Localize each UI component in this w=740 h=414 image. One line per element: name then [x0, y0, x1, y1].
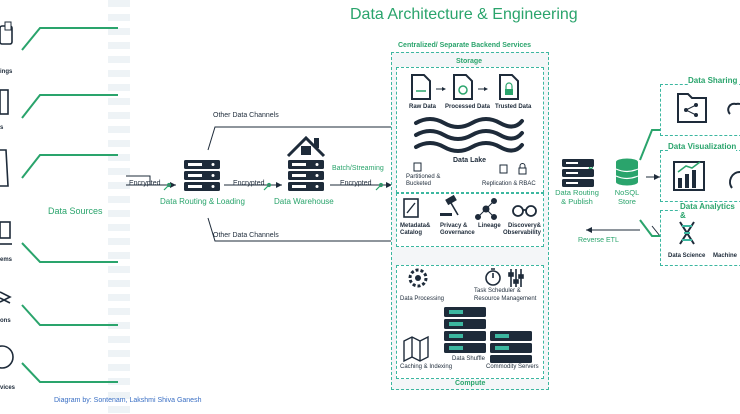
publish-server-icon — [562, 159, 594, 187]
metadata-label-1: Metadata& — [400, 223, 431, 229]
encrypted-label-2: Encrypted — [233, 180, 265, 187]
data-analytics-label: Data Analytics & — [680, 202, 740, 220]
source-label-6: vices — [0, 385, 16, 391]
source-label-4: ems — [0, 257, 13, 263]
binoculars-icon — [512, 205, 537, 217]
compute-icons — [403, 268, 532, 363]
data-sources-connectors — [0, 21, 118, 383]
analytics-icons — [679, 221, 695, 245]
routing-publish-label-1: Data Routing — [555, 188, 599, 197]
gear-icon — [408, 268, 428, 288]
nosql-label-1: NoSQL — [614, 188, 640, 197]
batch-streaming-label: Batch/Streaming — [332, 165, 384, 172]
scheduler-label-1: Task Scheduler & — [474, 288, 521, 294]
diagram-credit: Diagram by: Sontenam, Lakshmi Shiva Gane… — [54, 397, 202, 404]
partition-icon — [413, 162, 422, 172]
raw-data-icon — [411, 74, 431, 100]
dna-icon — [679, 221, 695, 245]
data-lake-label: Data Lake — [453, 157, 487, 164]
raw-data-label: Raw Data — [409, 104, 437, 110]
metadata-catalog-icon — [403, 198, 419, 218]
sliders-icon — [508, 269, 524, 287]
warehouse-icon — [286, 135, 326, 191]
metadata-label-2: Catalog — [400, 230, 423, 236]
map-index-icon — [403, 335, 429, 363]
processed-data-label: Processed Data — [445, 104, 491, 110]
governance-icons — [403, 194, 537, 220]
encrypted-label-3: Encrypted — [340, 180, 372, 187]
trusted-data-label: Trusted Data — [495, 104, 532, 110]
privacy-gavel-icon — [440, 194, 459, 216]
gauge-icon — [729, 171, 740, 189]
backend-title: Centralized/ Separate Backend Services — [398, 42, 532, 49]
other-channels-bottom: Other Data Channels — [213, 232, 279, 239]
governance-box — [396, 193, 544, 247]
nosql-label-2: Store — [618, 197, 636, 206]
page-title: Data Architecture & Engineering — [350, 6, 578, 23]
discovery-label-1: Discovery& — [508, 223, 542, 229]
bar-chart-icon — [673, 161, 705, 191]
sharing-icons — [677, 93, 740, 123]
source-label-2: s — [0, 125, 4, 131]
encrypted-label-1: Encrypted — [129, 180, 161, 187]
reverse-etl-label: Reverse ETL — [578, 237, 619, 244]
stopwatch-icon — [485, 268, 501, 286]
data-processing-label: Data Processing — [400, 296, 445, 302]
data-sources-label: Data Sources — [48, 206, 103, 216]
commodity-server-icon — [490, 331, 532, 363]
scheduler-label-2: Resource Management — [474, 296, 537, 302]
data-shuffle-label: Data Shuffle — [452, 356, 485, 362]
machine-label: Machine — [713, 253, 738, 259]
storage-icons — [411, 74, 527, 175]
source-label-5: ons — [0, 318, 11, 324]
warehouse-label: Data Warehouse — [274, 197, 334, 206]
storage-label: Storage — [456, 58, 483, 65]
routing-loading-label: Data Routing & Loading — [160, 197, 245, 206]
data-lake-icon — [414, 117, 524, 153]
processed-data-icon — [453, 74, 473, 100]
source-label-1: ings — [0, 69, 13, 75]
lineage-label: Lineage — [478, 223, 501, 229]
server-rack-icon — [184, 160, 220, 191]
lineage-icon — [475, 198, 497, 220]
partitioned-label-2: Bucketed — [406, 181, 432, 187]
nosql-database-icon — [615, 158, 639, 186]
routing-publish-label-2: & Publish — [561, 197, 593, 206]
data-sharing-label: Data Sharing — [688, 76, 738, 85]
privacy-label-2: Governance — [440, 230, 475, 236]
replication-label: Replication & RBAC — [482, 181, 536, 187]
visualization-icons — [673, 161, 740, 191]
cloud-icon — [727, 102, 740, 115]
discovery-label-2: Observability — [503, 230, 542, 236]
server-stack-icon — [444, 307, 486, 353]
background-stripes — [108, 0, 130, 414]
other-channels-top: Other Data Channels — [213, 112, 279, 119]
data-visualization-label: Data Visualization — [668, 142, 737, 151]
trusted-data-icon — [499, 74, 519, 100]
privacy-label-1: Privacy & — [440, 223, 468, 229]
caching-label: Caching & Indexing — [400, 364, 453, 370]
data-science-label: Data Science — [668, 253, 706, 259]
commodity-servers-label: Commodity Servers — [486, 364, 539, 370]
lock-icon — [518, 167, 527, 175]
data-sharing-box — [660, 84, 740, 136]
compute-label: Compute — [455, 380, 486, 387]
partitioned-label-1: Partitioned & — [406, 174, 441, 180]
shared-folder-icon — [677, 93, 707, 123]
replication-icon — [499, 164, 508, 174]
